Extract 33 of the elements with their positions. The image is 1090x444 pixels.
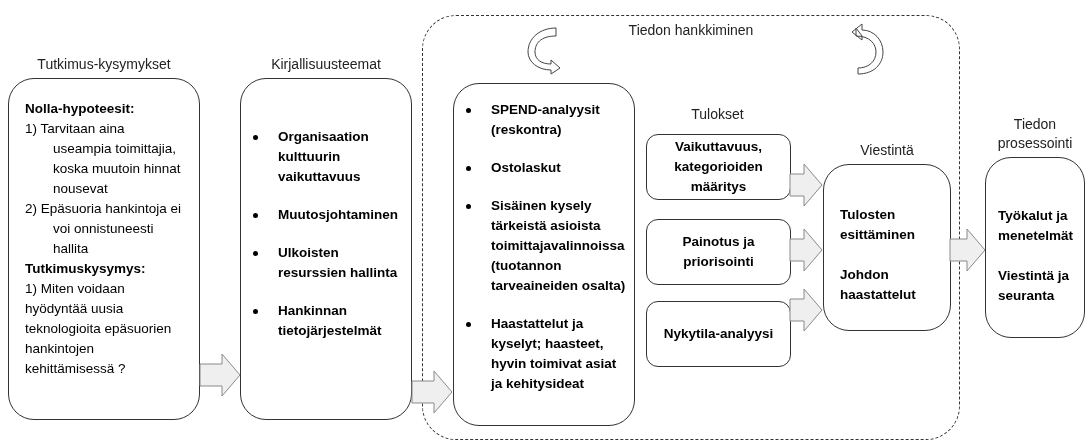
box-text: Vaikuttavuus, kategorioiden määritys [673, 138, 764, 196]
list-item-text: Organisaation kulttuurin vaikuttavuus [278, 128, 370, 186]
list-item-text: 1) Miten voidaan hyödyntää uusia teknologioita epäsuorien hankintojen kehittämisessä ? [25, 280, 173, 378]
section-heading: Nolla-hypoteesit: [25, 100, 136, 118]
column-heading: Kirjallisuusteemat [271, 55, 381, 74]
column-heading: Tiedon prosessointi [996, 115, 1074, 153]
list-item-text: Hankinnan tietojärjestelmät [278, 302, 383, 340]
list-item-text: 1) Tarvitaan aina useampia toimittajia, koska muutoin hinnat nousevat [25, 120, 182, 198]
block-arrow [789, 228, 823, 272]
section-heading: Tutkimuskysymys: [25, 260, 147, 278]
list-item-text: Muutosjohtaminen [278, 206, 398, 224]
list-item-text: 2) Epäsuoria hankintoja ei voi onnistuneesti hallita [25, 200, 183, 258]
box-text: Työkalut ja menetelmät [998, 207, 1075, 245]
list-item-text: Sisäinen kysely tärkeistä asioista toimittajavalinnoissa (tuotannon tarveaineiden osalta) [491, 197, 626, 295]
box-text: Tulosten esittäminen [840, 206, 917, 244]
list-item-text: Haastattelut ja kyselyt; haasteet, hyvin toimivat asiat ja kehitysideat [491, 315, 618, 393]
box-text: Johdon haastattelut [840, 266, 917, 304]
column-heading: Tulokset [691, 105, 744, 124]
list-item-text: SPEND-analyysit (reskontra) [491, 101, 601, 139]
block-arrow [949, 228, 986, 272]
box-text: Nykytila-analyysi [663, 325, 774, 343]
group-heading: Tiedon hankkiminen [628, 21, 754, 40]
dashed-group-frame [422, 15, 960, 440]
block-arrow [199, 353, 241, 397]
box-text: Painotus ja priorisointi [681, 233, 756, 271]
block-arrow [789, 163, 823, 207]
block-arrow [789, 288, 823, 332]
list-item-text: Ostolaskut [491, 159, 561, 177]
list-item-text: Ulkoisten resurssien hallinta [278, 244, 399, 282]
column-heading: Tutkimus-kysymykset [37, 55, 171, 74]
block-arrow [411, 370, 453, 414]
column-heading: Viestintä [860, 141, 914, 160]
box-text: Viestintä ja seuranta [998, 267, 1071, 305]
